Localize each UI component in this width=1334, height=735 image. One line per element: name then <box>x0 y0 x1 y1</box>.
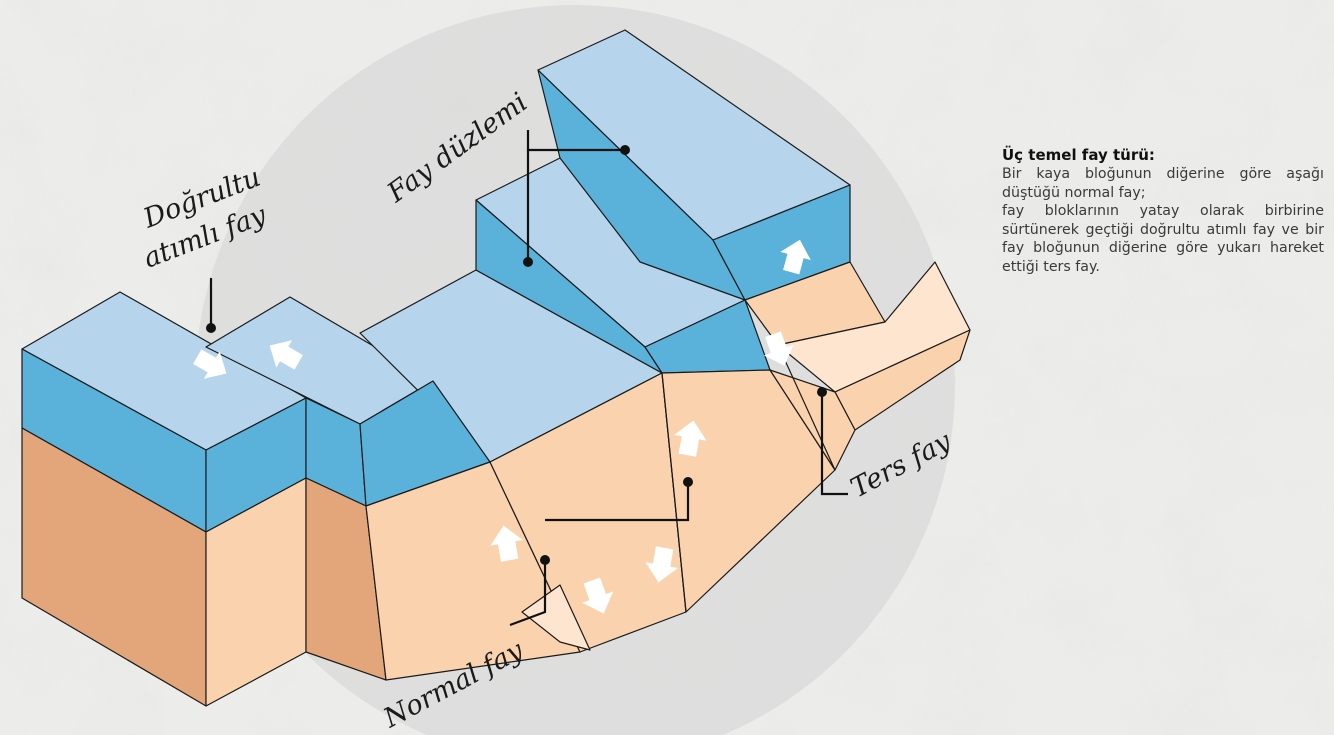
info-panel: Üç temel fay türü: Bir kaya bloğunun diğ… <box>1002 146 1324 277</box>
far-right-top-light <box>777 261 971 393</box>
block-strike-slip-right <box>205 296 434 681</box>
callout-dots <box>206 145 827 565</box>
info-line-1: Bir kaya bloğunun diğerine göre aşağı dü… <box>1002 166 1324 201</box>
leader-normal-left <box>509 560 547 627</box>
dot-fault-plane-lower <box>523 257 533 267</box>
reverse-fault-line <box>777 344 836 471</box>
block-raised <box>475 157 836 613</box>
block-normal-fault <box>359 269 687 681</box>
leader-reverse <box>820 392 848 496</box>
dot-strike-slip <box>206 323 216 333</box>
leader-normal-right <box>545 482 690 522</box>
dot-fault-plane-upper <box>620 145 630 155</box>
block-reverse-fault-lower <box>769 261 971 471</box>
info-title: Üç temel fay türü: <box>1002 146 1155 164</box>
callout-leaders <box>209 130 848 627</box>
block-reverse-fault-upper <box>537 29 886 346</box>
dot-reverse <box>817 387 827 397</box>
top-right-fault-plane-water <box>537 69 746 301</box>
normal-fault-plane-light <box>521 584 591 651</box>
block-strike-slip-left <box>21 291 307 707</box>
fault-blocks <box>21 29 971 707</box>
info-line-2: fay bloklarının yatay olarak birbirine s… <box>1002 203 1324 275</box>
dot-normal-right <box>683 477 693 487</box>
fault-line-center <box>661 372 687 613</box>
dot-normal-left <box>540 555 550 565</box>
